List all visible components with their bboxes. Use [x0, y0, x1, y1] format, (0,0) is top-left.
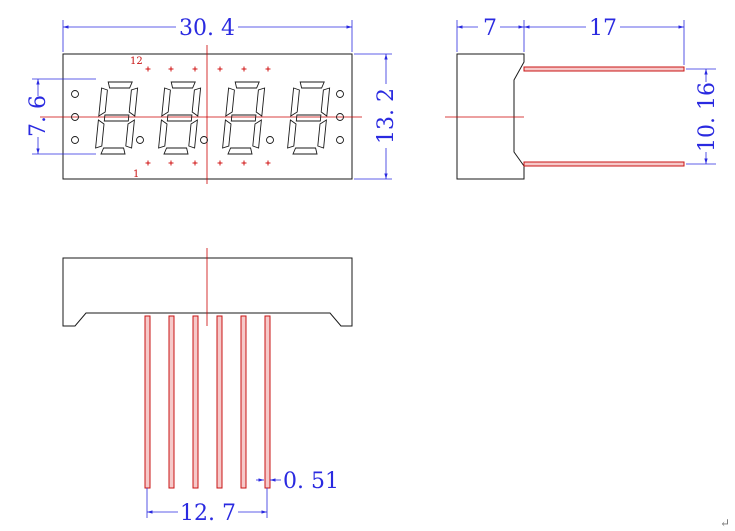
seg-c: [252, 119, 262, 149]
seg-g: [295, 114, 322, 122]
seg-b: [128, 87, 139, 117]
dot-2: [71, 113, 79, 121]
seven-segment-digits: [95, 81, 331, 155]
pin-1-label: 1: [133, 169, 139, 180]
seg-c: [125, 119, 135, 149]
dot-7: [336, 90, 344, 98]
dot-8: [336, 113, 344, 121]
return-mark: ↵: [720, 516, 730, 530]
pin-mark-top-1: [145, 66, 151, 72]
dot-5: [200, 136, 208, 144]
dot-6: [266, 136, 274, 144]
seg-f: [161, 87, 171, 117]
dot-1: [71, 90, 79, 98]
bottom-pin-6: [264, 315, 271, 489]
pin-mark-top-5: [241, 66, 247, 72]
seg-c: [317, 119, 327, 149]
bottom-pin-4: [216, 315, 223, 489]
bottom-pin-5: [240, 315, 247, 489]
seg-d: [227, 147, 253, 155]
pin-mark-top-6: [265, 66, 271, 72]
pin-mark-top-4: [217, 66, 223, 72]
front-view-body: [62, 53, 353, 180]
digit-height-label: 7. 6: [26, 95, 51, 137]
seg-a: [170, 81, 196, 89]
bottom-pin-2: [168, 315, 175, 489]
seg-g: [230, 114, 257, 122]
seg-d: [292, 147, 318, 155]
seg-e: [158, 119, 168, 149]
dot-4: [136, 136, 144, 144]
bottom-view-body: [62, 257, 353, 327]
front-view: 12 1 30. 4 13. 2 7. 6: [26, 16, 399, 184]
dot-9: [336, 136, 344, 144]
seg-b: [191, 87, 202, 117]
seg-b: [255, 87, 266, 117]
pin-row-spacing-label: 10. 16: [695, 82, 720, 152]
indicator-dots: [71, 90, 344, 144]
side-pin-top: [523, 66, 685, 72]
pin-mark-bottom-2: [168, 160, 174, 166]
side-view: 7 17 10. 16: [445, 16, 720, 180]
seg-c: [188, 119, 198, 149]
seg-b: [320, 87, 331, 117]
seg-e: [222, 119, 232, 149]
bottom-pin-3: [192, 315, 199, 489]
bottom-view: 0. 51 12. 7: [62, 248, 353, 526]
front-width-label: 30. 4: [179, 16, 235, 41]
seg-e: [287, 119, 297, 149]
dot-3: [71, 136, 79, 144]
seg-a: [299, 81, 325, 89]
bottom-pin-1: [144, 315, 151, 489]
seg-f: [225, 87, 235, 117]
seg-f: [290, 87, 300, 117]
digit-1: [95, 81, 139, 155]
pin-length-label: 17: [589, 16, 617, 41]
seg-g: [166, 114, 193, 122]
pin-span-label: 12. 7: [180, 501, 236, 526]
side-pin-bottom: [523, 161, 685, 167]
pin-mark-bottom-1: [145, 160, 151, 166]
seg-a: [107, 81, 133, 89]
seg-g: [103, 114, 130, 122]
front-height-label: 13. 2: [374, 88, 399, 144]
pin-mark-bottom-5: [241, 160, 247, 166]
digit-4: [287, 81, 331, 155]
pin-mark-top-3: [192, 66, 198, 72]
seg-a: [234, 81, 260, 89]
pin-position-marks: [145, 66, 271, 166]
pin-width-label: 0. 51: [283, 469, 339, 494]
seg-e: [95, 119, 105, 149]
pin-mark-bottom-6: [265, 160, 271, 166]
pin-mark-bottom-3: [192, 160, 198, 166]
seg-d: [163, 147, 189, 155]
pin-mark-top-2: [168, 66, 174, 72]
pin-mark-bottom-4: [217, 160, 223, 166]
bottom-pins: [144, 315, 271, 489]
digit-3: [222, 81, 266, 155]
pin-12-label: 12: [130, 56, 143, 67]
digit-2: [158, 81, 202, 155]
side-depth-label: 7: [483, 16, 497, 41]
seg-f: [98, 87, 108, 117]
side-view-body: [456, 53, 525, 180]
seg-d: [100, 147, 126, 155]
